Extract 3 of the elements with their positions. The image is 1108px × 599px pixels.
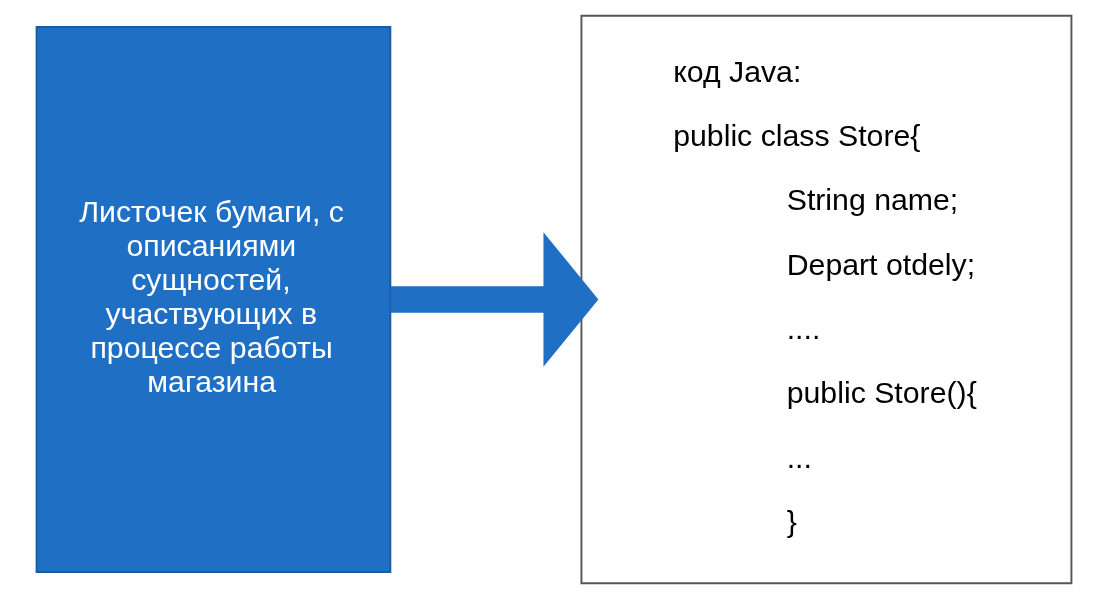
node-box: код Java: public class Store{ String name; Depart otdely; .... public Store(){ ... } <box>580 14 1073 585</box>
node-box: Листочек бумаги, с описаниями сущностей, участвующих в процессе работы магазина <box>35 26 392 573</box>
arrow <box>390 232 599 367</box>
